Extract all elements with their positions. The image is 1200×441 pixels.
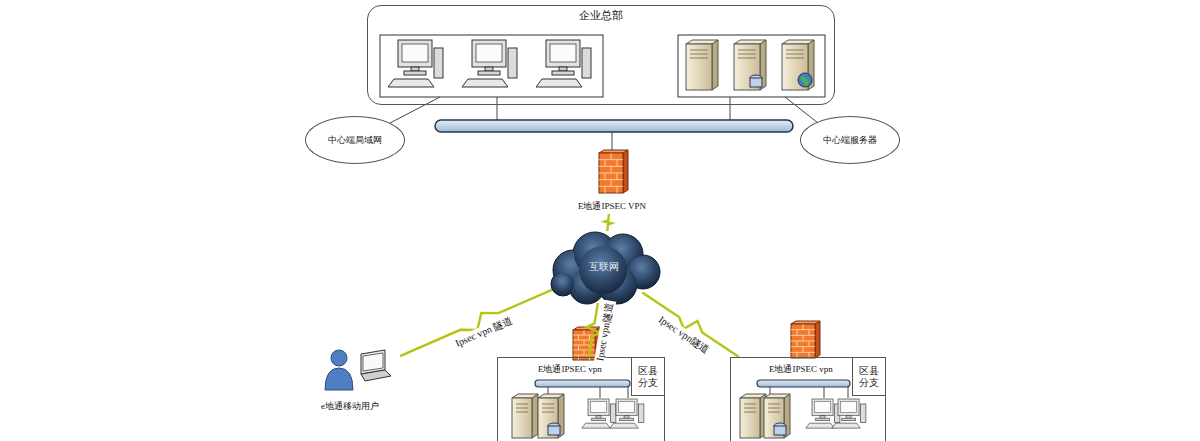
wire-line — [497, 97, 498, 120]
tunnel-label: Ipsec vpn隧道 — [594, 300, 616, 364]
tunnel-label: Ipsec vpn 隧道 — [451, 313, 515, 350]
server-icon — [764, 394, 790, 438]
server-icon — [734, 40, 766, 90]
vertical-label: 区县分支 — [638, 365, 658, 389]
wire-line — [612, 132, 613, 150]
tunnel-label: Ipsec vpn隧道 — [655, 312, 714, 357]
node-label: E地通IPSEC vpn — [538, 364, 602, 375]
firewall-icon — [599, 150, 628, 193]
branch-box: E地通IPSEC vpn 区县分支 — [497, 357, 665, 441]
pc-icon — [388, 40, 443, 87]
wire-line — [730, 97, 731, 120]
node-label: 中心端局域网 — [328, 135, 382, 146]
wire-line — [785, 97, 818, 123]
wire-line — [390, 97, 440, 123]
vpn-tunnel-link — [642, 293, 739, 357]
pc-icon — [610, 399, 644, 428]
node-label: 企业总部 — [579, 9, 623, 22]
node-label: 互联网 — [589, 261, 619, 273]
internet-cloud: 互联网 — [545, 226, 663, 308]
branch-tag: 区县分支 — [631, 358, 664, 396]
lan-ellipse: 中心端局域网 — [305, 116, 405, 164]
bus-bar — [757, 380, 850, 387]
node-label: e地通移动用户 — [321, 401, 379, 412]
server-group-box — [678, 35, 825, 97]
server-icon — [686, 40, 718, 90]
user-icon — [305, 342, 395, 394]
firewall-node: E地通IPSEC VPN — [565, 146, 659, 214]
pc-icon — [462, 40, 517, 87]
server-icon — [512, 394, 538, 438]
server-icon — [740, 394, 766, 438]
vpn-tunnel-link — [400, 287, 559, 356]
vertical-label: 区县分支 — [859, 365, 879, 389]
wire-line — [824, 387, 825, 398]
firewall-icon — [791, 321, 820, 358]
server-icon — [538, 394, 564, 438]
lan-group-box — [380, 35, 603, 97]
wire-line — [848, 387, 849, 398]
wire-line — [628, 387, 629, 398]
server-icon — [782, 40, 814, 90]
server-ellipse: 中心端服务器 — [800, 116, 900, 164]
firewall-icon-frame — [592, 148, 632, 196]
bus-bar — [535, 380, 630, 387]
node-label: 中心端服务器 — [823, 135, 877, 146]
headquarters-box: 企业总部 — [367, 5, 835, 105]
bus-bar — [435, 120, 793, 132]
node-label: E地通IPSEC VPN — [578, 201, 646, 212]
branch-box: E地通IPSEC vpn 区县分支 — [730, 357, 886, 441]
pc-icon — [536, 40, 591, 87]
wire-line — [600, 387, 601, 398]
mobile-user: e地通移动用户 — [300, 342, 400, 414]
vpn-tunnel-link — [605, 214, 612, 231]
node-label: E地通IPSEC vpn — [769, 364, 833, 375]
branch-tag: 区县分支 — [852, 358, 885, 396]
pc-icon — [832, 399, 866, 428]
pc-icon — [582, 399, 616, 428]
